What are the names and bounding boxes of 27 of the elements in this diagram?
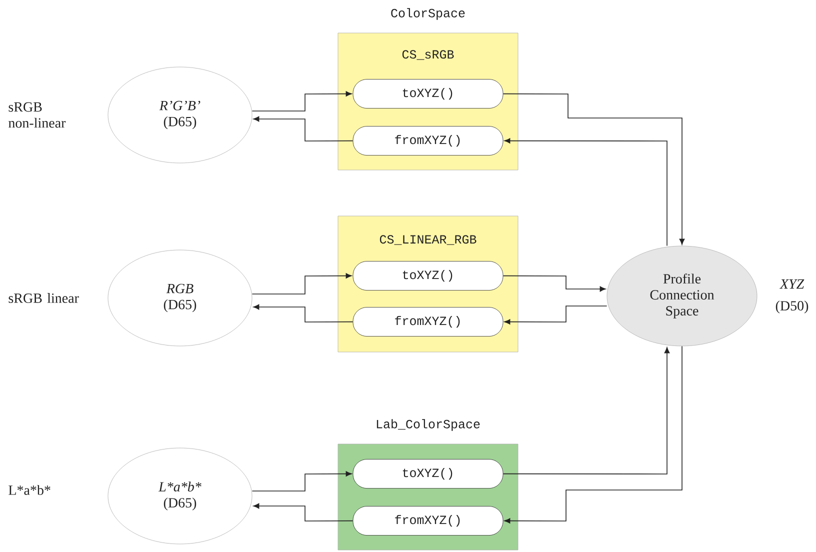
class-heading: CS_LINEAR_RGB — [380, 235, 476, 245]
method-pill: fromXYZ() — [352, 506, 504, 536]
class-heading: CS_sRGB — [402, 50, 454, 60]
side-label: XYZ — [779, 279, 804, 289]
arrow — [502, 93, 685, 245]
method-pill: toXYZ() — [352, 261, 504, 290]
arrow — [253, 503, 354, 522]
arrow — [252, 471, 352, 492]
method-pill: toXYZ() — [352, 459, 504, 488]
side-label: sRGB non-linear — [8, 102, 66, 128]
class-heading: Lab_ColorSpace — [376, 419, 480, 431]
arrow — [252, 273, 352, 294]
arrow — [504, 138, 668, 246]
method-pill: fromXYZ() — [352, 307, 504, 336]
arrow — [502, 347, 670, 474]
arrow — [504, 346, 682, 524]
arrow — [502, 275, 606, 292]
arrow — [252, 91, 352, 112]
method-pill: toXYZ() — [352, 79, 504, 108]
arrow — [253, 304, 354, 322]
arrow — [253, 116, 354, 142]
side-label: sRGB linear — [8, 293, 79, 303]
method-pill: fromXYZ() — [352, 126, 504, 156]
side-label: L*a*b* — [8, 485, 50, 495]
arrow — [504, 306, 608, 324]
class-heading: ColorSpace — [391, 8, 465, 20]
side-label: (D50) — [776, 300, 808, 314]
